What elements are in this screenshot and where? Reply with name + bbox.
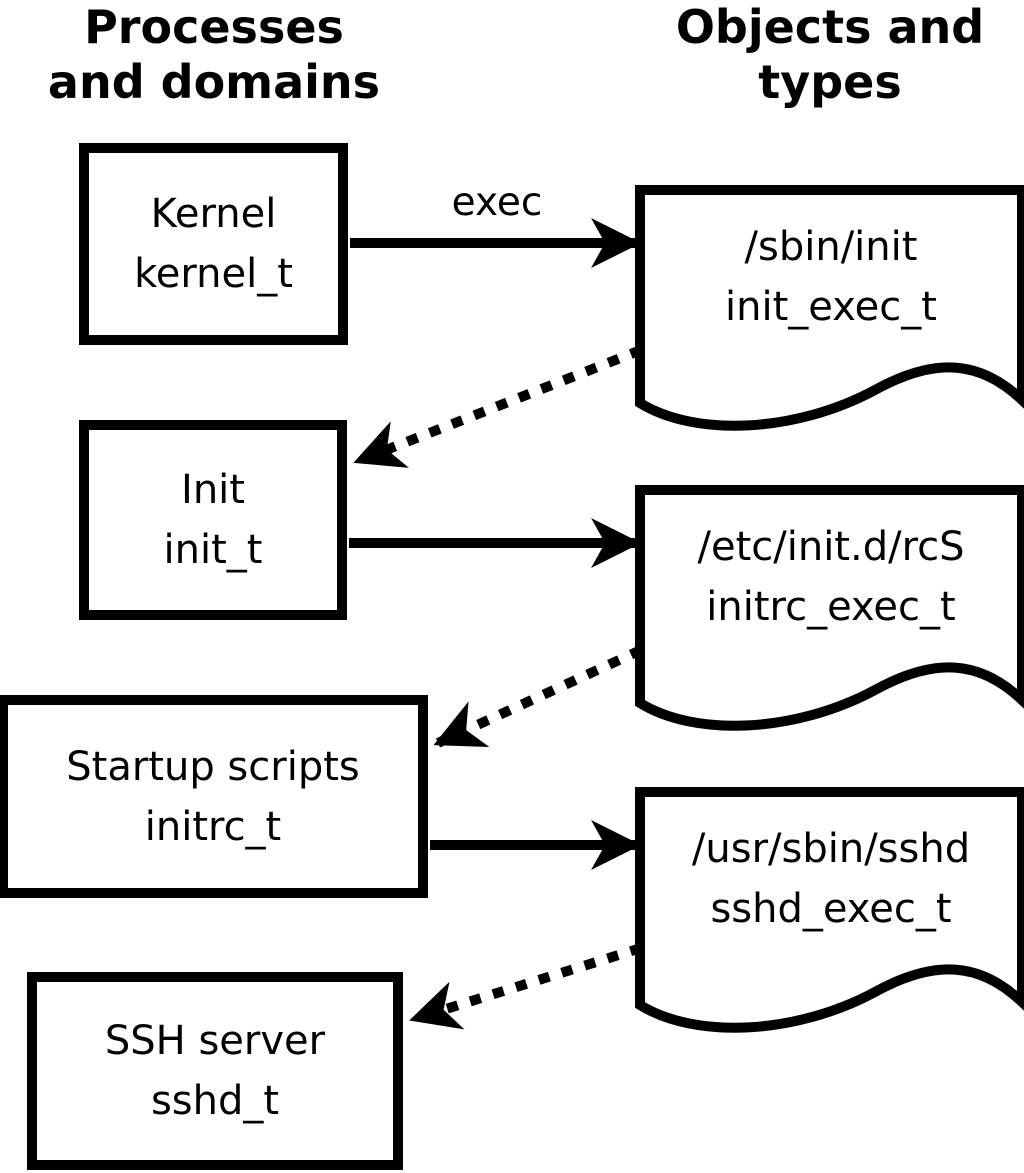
document-shape-icon [635,787,1024,1033]
process-label: SSH server [104,1018,326,1064]
header-line: types [758,55,902,109]
header-line: and domains [47,55,381,109]
process-label: Kernel [150,191,277,237]
column-header-objects: Objects and types [635,0,1024,110]
process-box-init: Init init_t [79,420,347,620]
object-doc-sbin-init: /sbin/init init_exec_t [635,185,1024,443]
header-line: Processes [84,0,344,54]
exec-arrow-label: exec [451,180,543,225]
object-type: initrc_exec_t [706,584,956,630]
object-doc-usr-sbin-sshd: /usr/sbin/sshd sshd_exec_t [635,787,1024,1045]
process-domain: sshd_t [150,1078,280,1124]
process-domain: kernel_t [134,251,293,297]
process-label: Startup scripts [66,743,360,790]
document-shape-icon [635,485,1024,731]
transition-arrow-sbin-init-to-init [353,345,643,468]
transition-arrow-sshd-to-sshserver [409,943,643,1030]
process-box-startup-scripts: Startup scripts initrc_t [0,695,428,898]
process-box-kernel: Kernel kernel_t [79,143,348,345]
object-type: sshd_exec_t [710,886,952,932]
header-line: Objects and [675,0,985,54]
object-type: init_exec_t [725,284,937,330]
object-path: /sbin/init [744,224,918,270]
object-doc-etc-initd-rcS: /etc/init.d/rcS initrc_exec_t [635,485,1024,743]
process-domain: initrc_t [144,803,282,850]
document-shape-icon [635,185,1024,431]
process-label: Init [181,467,245,513]
object-path: /usr/sbin/sshd [691,826,971,872]
transition-arrow-rcS-to-initrc [433,645,644,748]
object-path: /etc/init.d/rcS [697,524,965,570]
column-header-processes: Processes and domains [0,0,428,110]
process-domain: init_t [163,527,263,573]
process-box-ssh-server: SSH server sshd_t [27,972,403,1170]
